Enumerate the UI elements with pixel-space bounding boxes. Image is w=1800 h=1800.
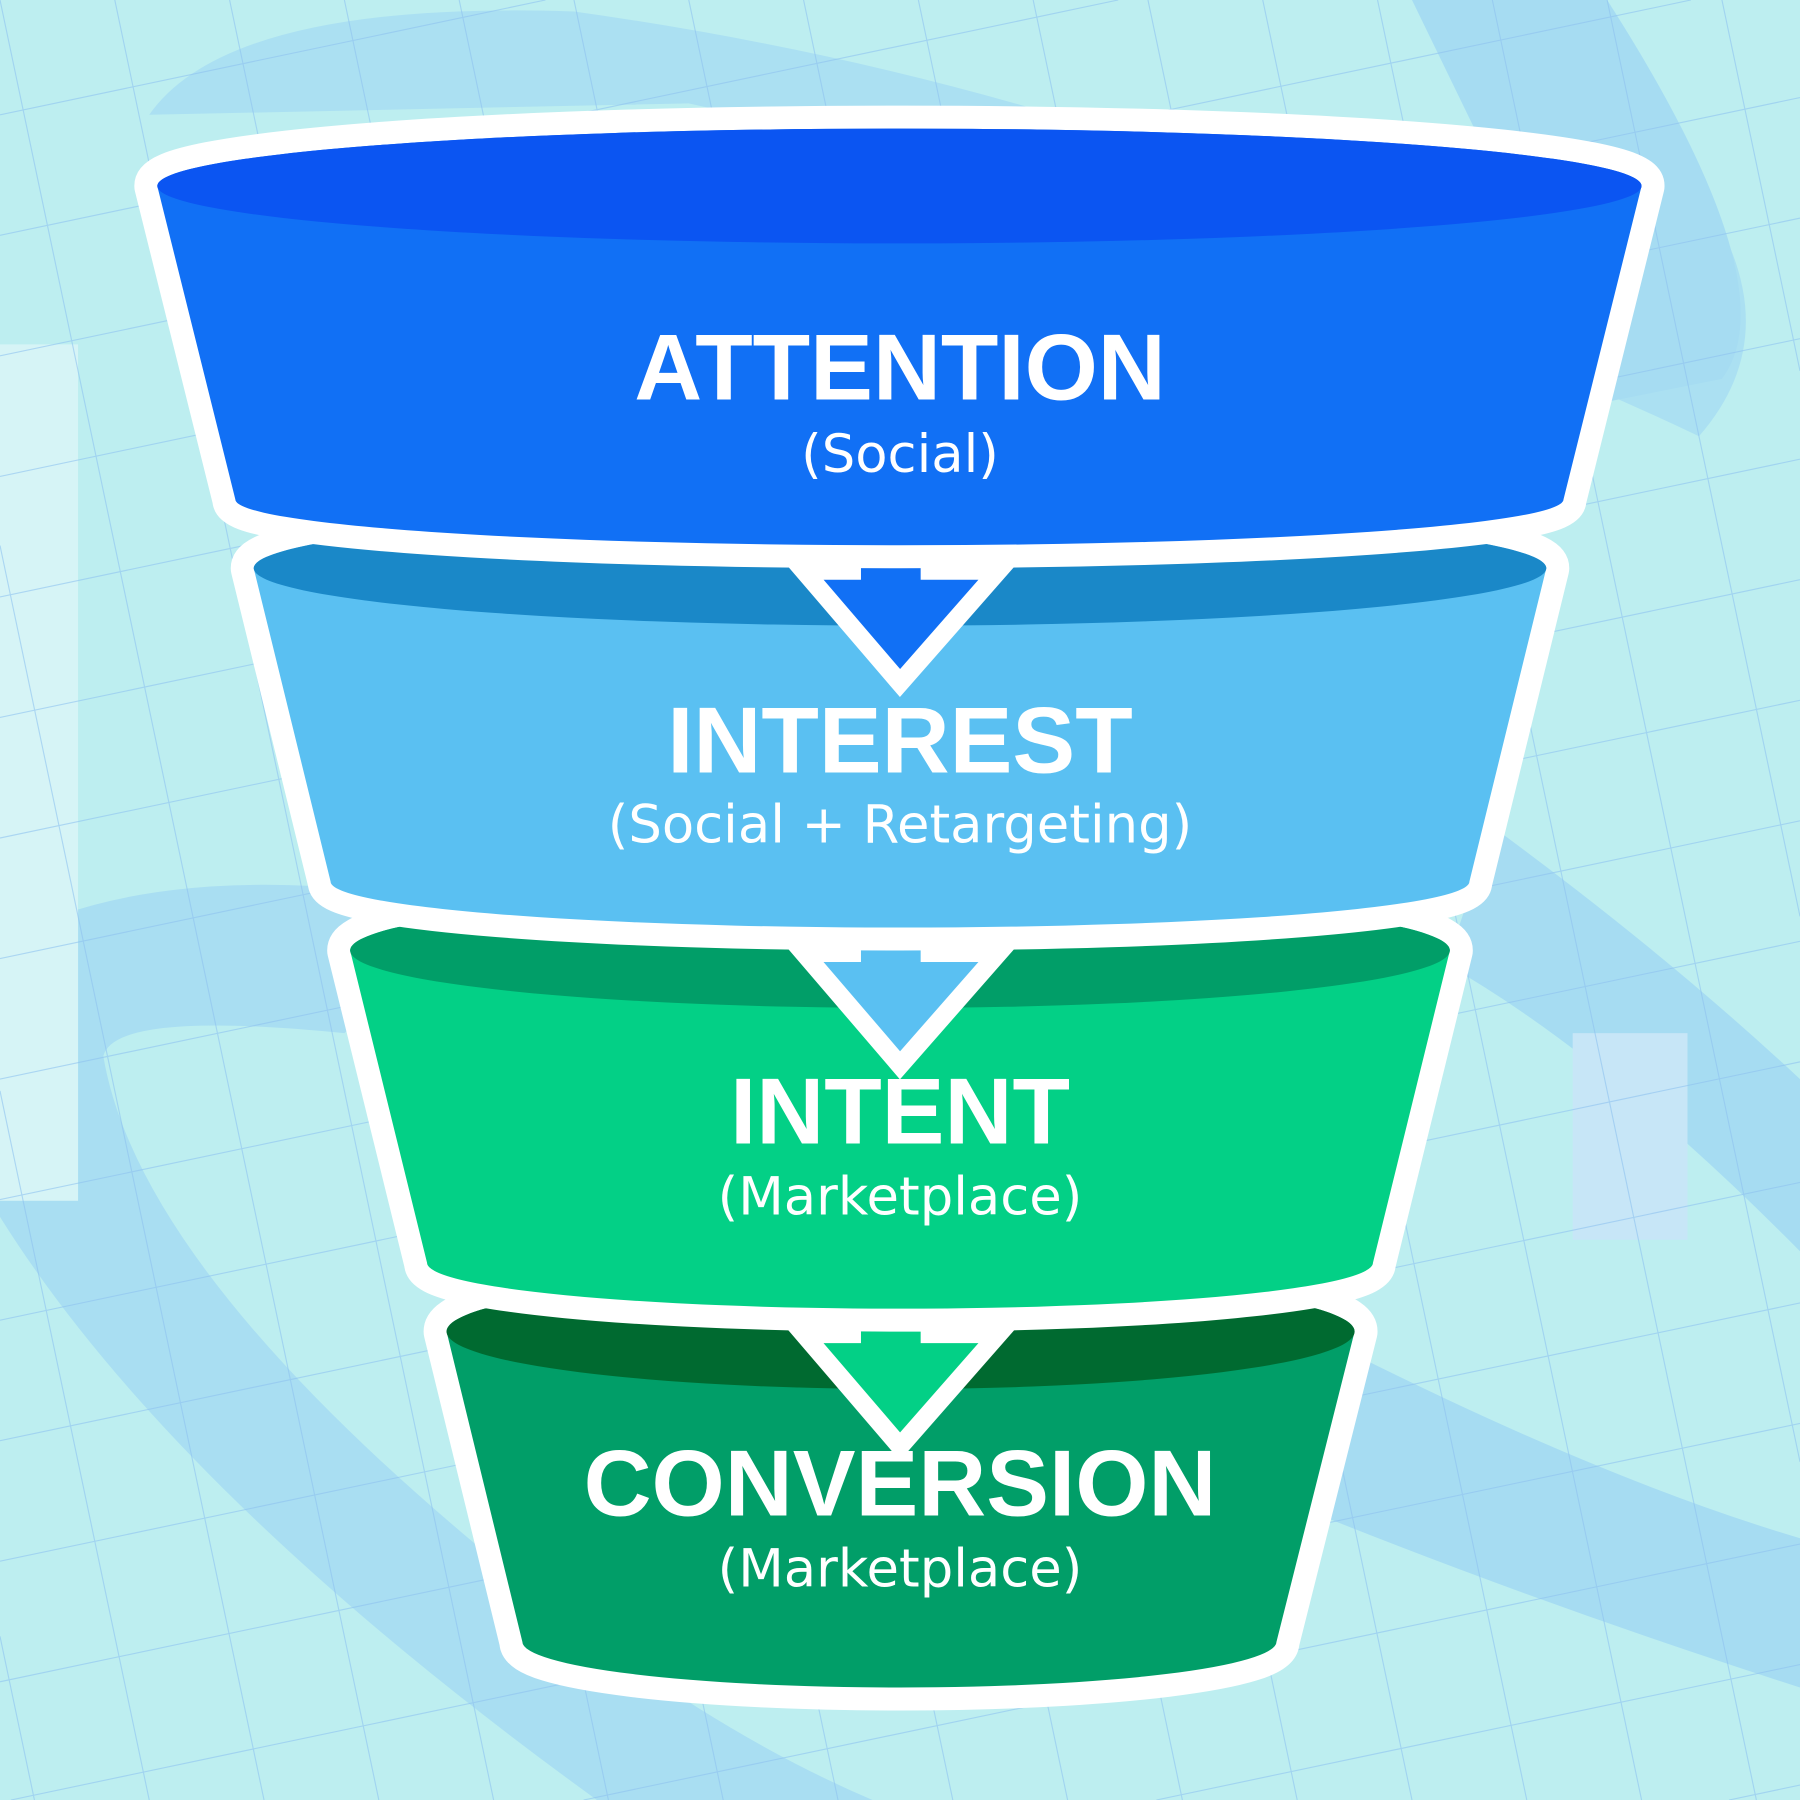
funnel-stage-attention: ATTENTION(Social) xyxy=(134,105,1665,569)
grid-line xyxy=(1721,0,1800,372)
stage-subtitle: (Social) xyxy=(801,424,999,485)
grid-line xyxy=(0,1636,36,1800)
stage-title: ATTENTION xyxy=(634,314,1166,419)
stage-subtitle: (Marketplace) xyxy=(718,1167,1083,1228)
grid-line xyxy=(0,0,546,116)
funnel-stage-intent: INTENT(Marketplace) xyxy=(327,870,1473,1332)
grid-line xyxy=(1728,1784,1800,1800)
stage-subtitle: (Marketplace) xyxy=(718,1538,1083,1599)
grid-line xyxy=(0,1090,150,1800)
grid-line xyxy=(0,0,380,1800)
stage-subtitle: (Social + Retargeting) xyxy=(608,795,1193,856)
grid-line xyxy=(1606,0,1800,917)
grid-line xyxy=(0,545,265,1800)
stage-top-ellipse xyxy=(157,128,1642,244)
stage-title: INTEREST xyxy=(667,688,1132,793)
grid-line xyxy=(1156,1663,1800,1800)
